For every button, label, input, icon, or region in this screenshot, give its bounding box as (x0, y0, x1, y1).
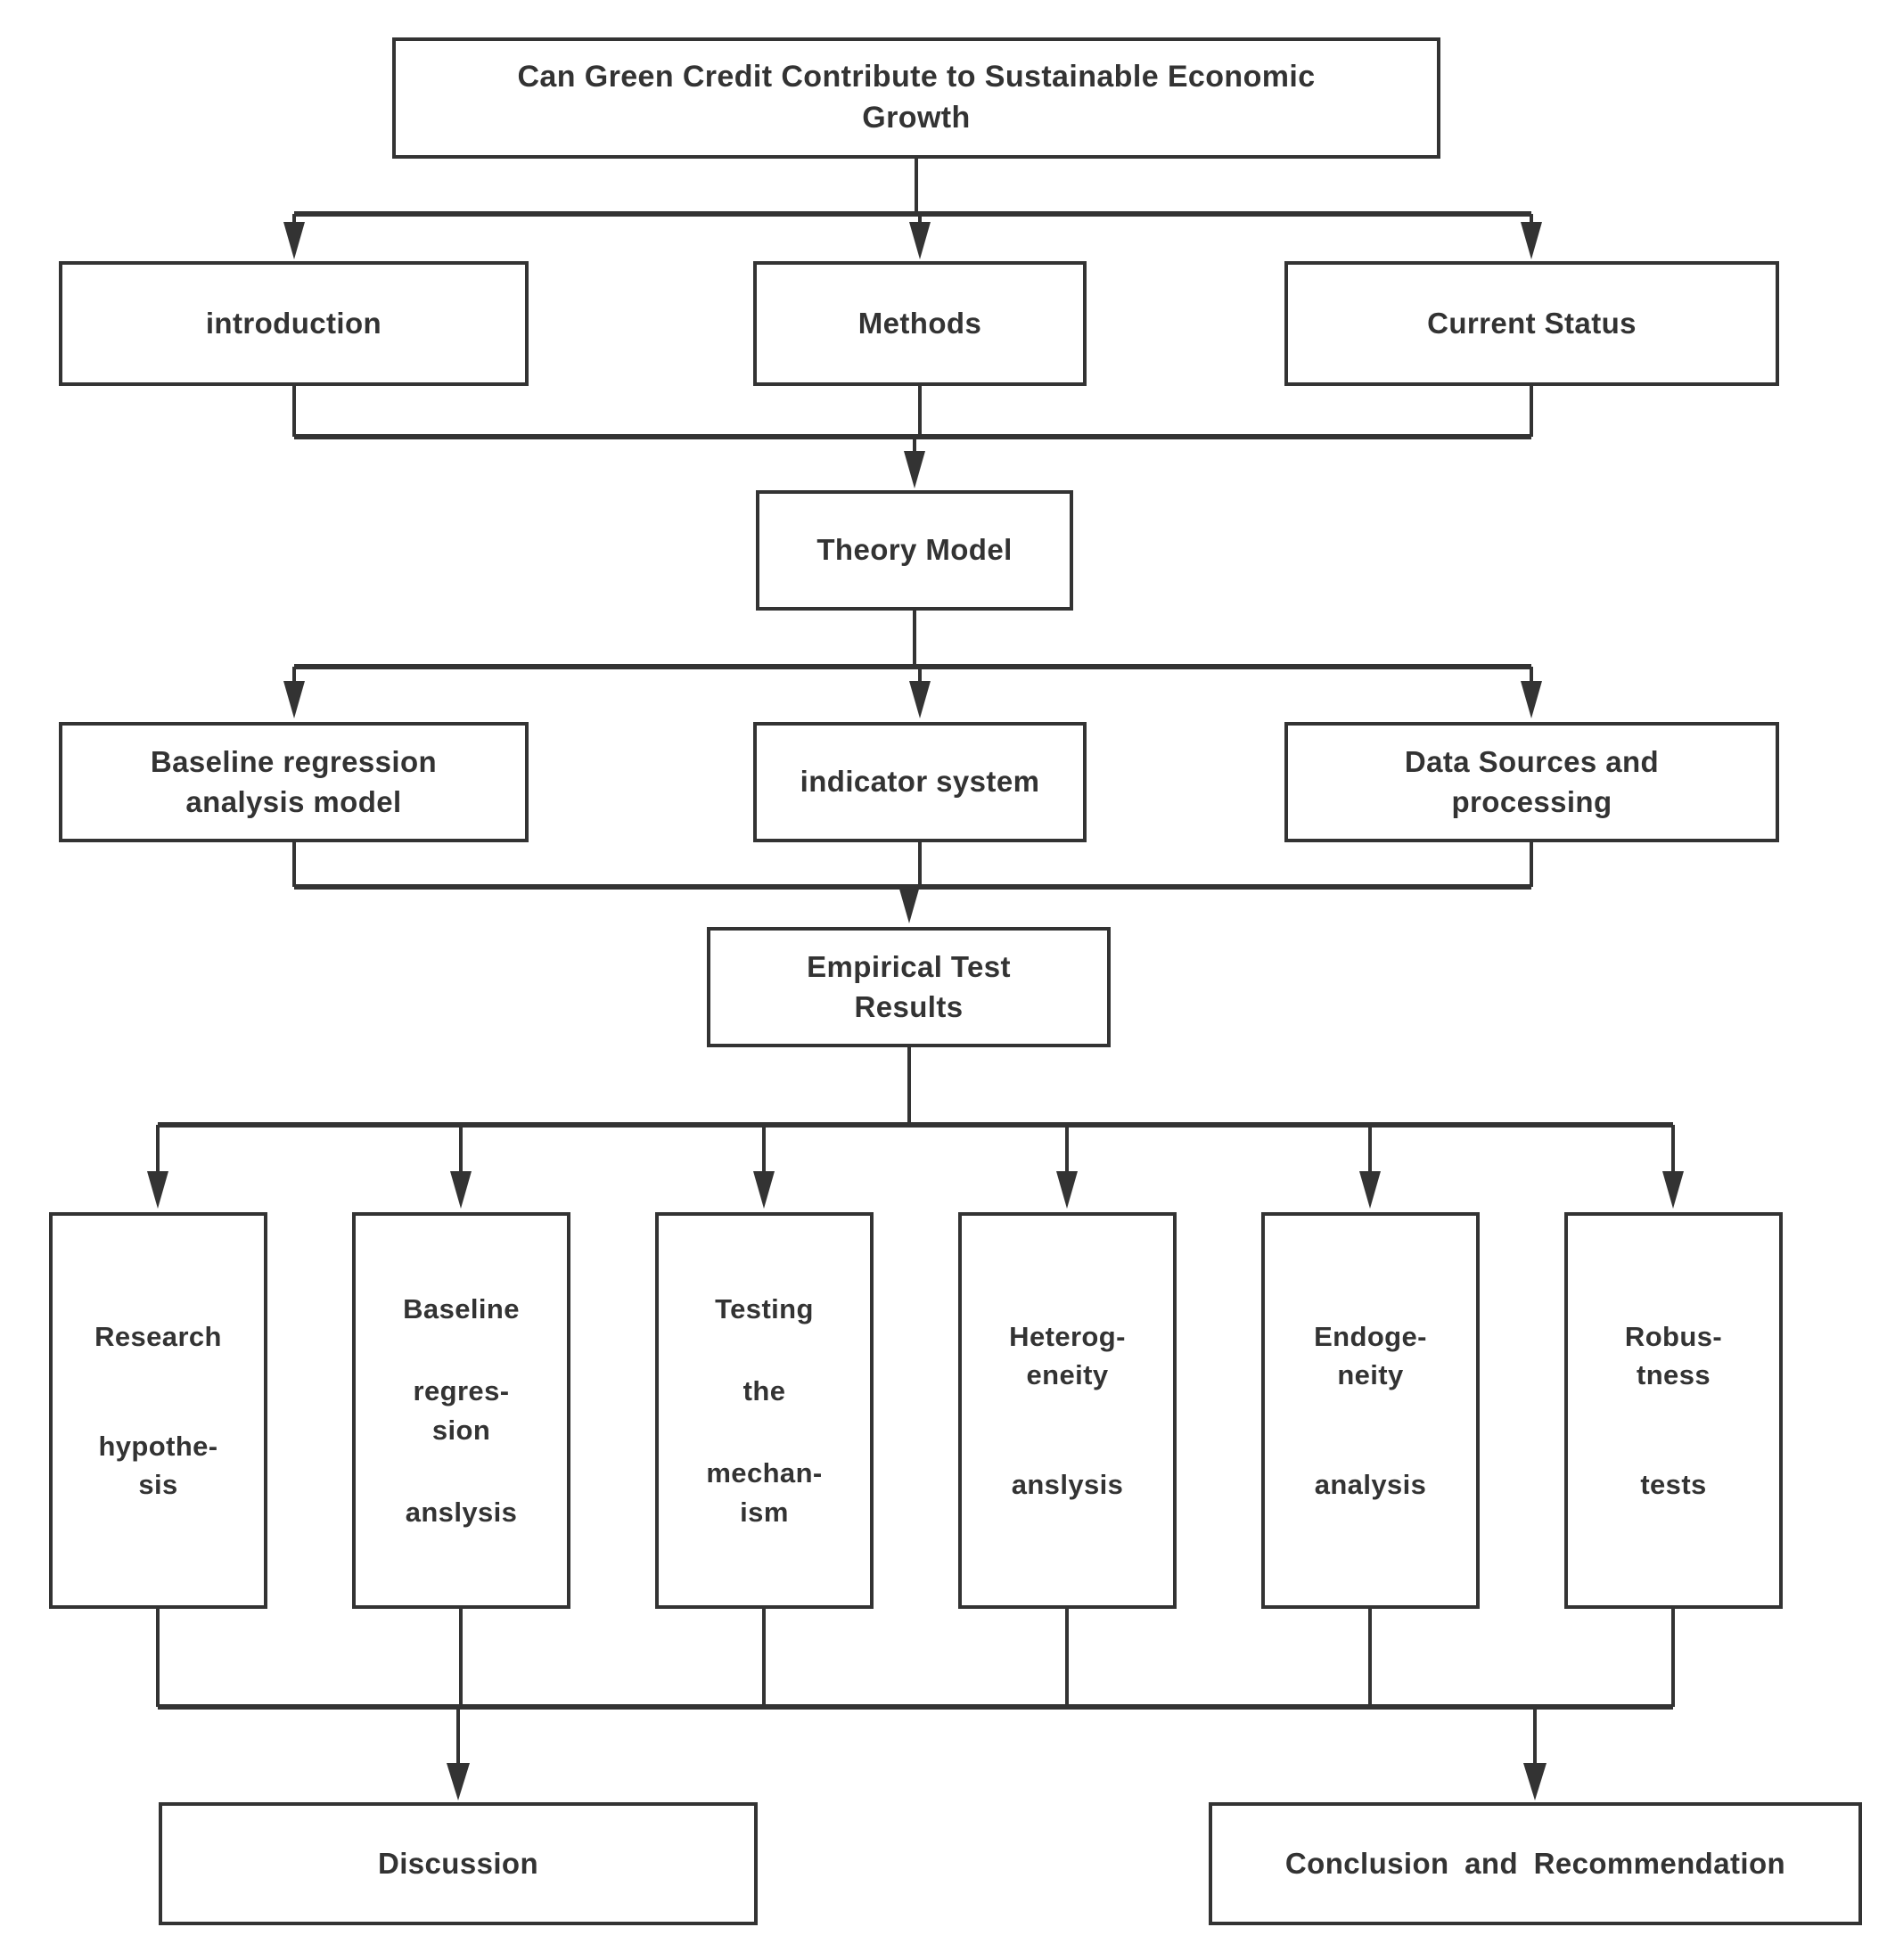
node-discussion-label: Discussion (377, 1846, 539, 1880)
node-title-label: Can Green Credit Contribute to Sustainab… (517, 60, 1316, 94)
node-data-sources: Data Sources and processing (1284, 722, 1779, 842)
node-robustness-tests: Robus-tness tests (1564, 1212, 1783, 1609)
arrowhead-icons (147, 222, 1684, 1800)
node-theory-model: Theory Model (756, 490, 1073, 611)
node-current-status-label: Current Status (1427, 306, 1637, 340)
node-methods: Methods (753, 261, 1087, 386)
node-theory-model-label: Theory Model (816, 533, 1013, 567)
node-testing-the-mechanism: Testing the mechan-ism (655, 1212, 874, 1609)
node-research-hypothesis: Research hypothe-sis (49, 1212, 267, 1609)
node-current-status: Current Status (1284, 261, 1779, 386)
node-empirical-test-results: Empirical Test Results (707, 927, 1111, 1047)
node-methods-label: Methods (857, 306, 982, 340)
node-heterogeneity-analysis: Heterog-eneity anslysis (958, 1212, 1177, 1609)
node-discussion: Discussion (159, 1802, 758, 1925)
node-title: Can Green Credit Contribute to Sustainab… (392, 37, 1440, 159)
node-introduction: introduction (59, 261, 529, 386)
node-conclusion-recommendation: Conclusion and Recommendation (1209, 1802, 1862, 1925)
node-introduction-label: introduction (205, 306, 382, 340)
node-conclusion-recommendation-label: Conclusion and Recommendation (1284, 1846, 1786, 1880)
node-baseline-regression-model: Baseline regression analysis model (59, 722, 529, 842)
node-baseline-regression-analysis: Baseline regres-sion anslysis (352, 1212, 570, 1609)
node-endogeneity-analysis: Endoge-neity analysis (1261, 1212, 1480, 1609)
node-indicator-system: indicator system (753, 722, 1087, 842)
